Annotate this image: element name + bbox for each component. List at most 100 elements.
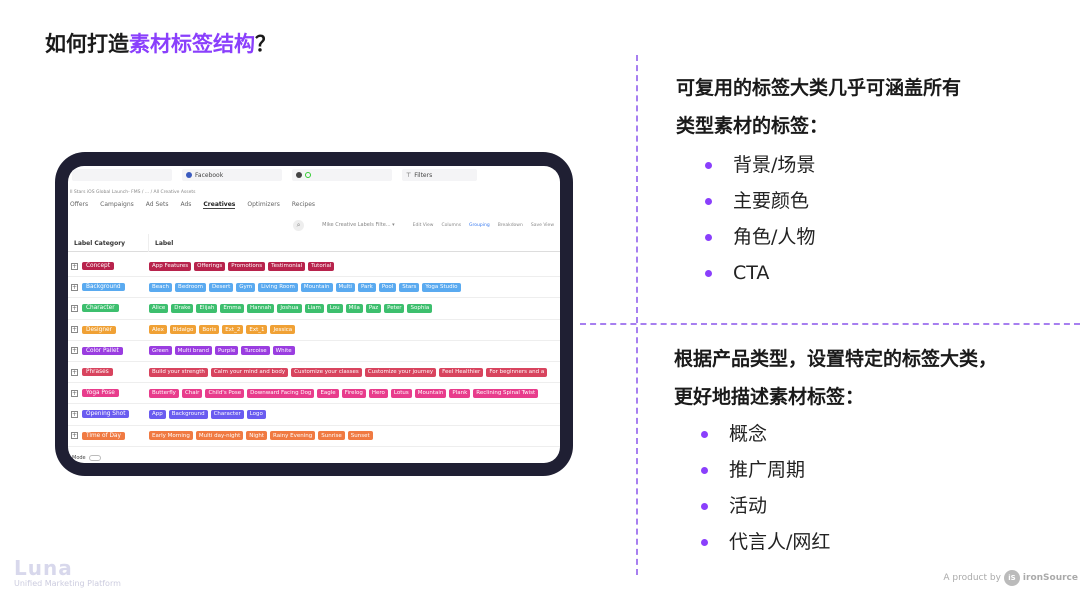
label-tag[interactable]: Beach	[149, 282, 173, 292]
label-tag[interactable]: White	[272, 346, 295, 356]
category-badge[interactable]: Background	[82, 283, 125, 292]
label-tag[interactable]: Pool	[378, 282, 397, 292]
expand-icon[interactable]: +	[71, 368, 78, 376]
saved-filter-select[interactable]: Mike Creative Labels Filte... ▾	[322, 222, 395, 228]
tab-ads[interactable]: Ads	[180, 201, 192, 208]
tab-recipes[interactable]: Recipes	[291, 201, 316, 208]
label-tag[interactable]: Multi day-night	[195, 431, 244, 441]
category-badge[interactable]: Designer	[82, 325, 116, 334]
label-tag[interactable]: Early Morning	[149, 431, 193, 441]
tab-optimizers[interactable]: Optimizers	[247, 201, 280, 208]
expand-icon[interactable]: +	[71, 389, 78, 397]
label-tag[interactable]: Firelog	[341, 388, 366, 398]
label-tag[interactable]: Lotus	[390, 388, 412, 398]
account-select[interactable]	[72, 169, 172, 181]
label-tag[interactable]: Logo	[246, 409, 266, 419]
label-tag[interactable]: Bidalgo	[169, 325, 197, 335]
label-tag[interactable]: Child's Pose	[205, 388, 245, 398]
label-tag[interactable]: Jessica	[270, 325, 296, 335]
label-tag[interactable]: Customize your journey	[364, 367, 437, 377]
label-tag[interactable]: Elijah	[196, 303, 218, 313]
tab-creatives[interactable]: Creatives	[203, 201, 236, 209]
edit-view-button[interactable]: Edit View	[412, 222, 434, 228]
label-tag[interactable]: Chair	[181, 388, 203, 398]
label-tag[interactable]: Park	[357, 282, 376, 292]
label-tag[interactable]: Offerings	[194, 261, 226, 271]
network-select[interactable]: Facebook	[182, 169, 282, 181]
label-tag[interactable]: Yoga Studio	[422, 282, 461, 292]
label-tag[interactable]: Background	[168, 409, 208, 419]
label-tag[interactable]: Build your strength	[149, 367, 208, 377]
label-tag[interactable]: Rainy Evening	[270, 431, 316, 441]
label-tag[interactable]: Promotions	[228, 261, 266, 271]
label-tag[interactable]: Paz	[365, 303, 382, 313]
expand-icon[interactable]: +	[71, 304, 78, 312]
expand-icon[interactable]: +	[71, 326, 78, 334]
label-tag[interactable]: App	[149, 409, 166, 419]
search-icon[interactable]: ⌕	[293, 219, 305, 231]
label-tag[interactable]: Emma	[220, 303, 244, 313]
expand-icon[interactable]: +	[71, 262, 78, 270]
label-tag[interactable]: Ext_2	[222, 325, 244, 335]
expand-icon[interactable]: +	[71, 410, 78, 418]
expand-icon[interactable]: +	[71, 283, 78, 291]
label-tag[interactable]: Purple	[214, 346, 239, 356]
category-badge[interactable]: Phrases	[82, 368, 113, 377]
category-badge[interactable]: Opening Shot	[82, 410, 130, 419]
label-tag[interactable]: Multi	[335, 282, 355, 292]
category-badge[interactable]: Character	[82, 304, 119, 313]
label-tag[interactable]: Mila	[345, 303, 363, 313]
label-tag[interactable]: Drake	[171, 303, 194, 313]
label-tag[interactable]: Multi brand	[174, 346, 212, 356]
label-tag[interactable]: Customize your classes	[291, 367, 362, 377]
label-tag[interactable]: App Features	[149, 261, 192, 271]
category-badge[interactable]: Yoga Pose	[82, 389, 119, 398]
tab-ad-sets[interactable]: Ad Sets	[145, 201, 169, 208]
expand-icon[interactable]: +	[71, 347, 78, 355]
label-tag[interactable]: For beginners and a	[486, 367, 548, 377]
label-tag[interactable]: Alex	[149, 325, 167, 335]
save-view-button[interactable]: Save View	[530, 222, 554, 228]
label-tag[interactable]: Joshua	[277, 303, 302, 313]
expand-icon[interactable]: +	[71, 432, 78, 440]
mode-toggle[interactable]: Mode	[72, 455, 101, 461]
label-tag[interactable]: Mountain	[300, 282, 333, 292]
label-tag[interactable]: Sunrise	[318, 431, 345, 441]
filters-select[interactable]: ⊤Filters	[402, 169, 477, 181]
label-tag[interactable]: Sophia	[407, 303, 433, 313]
label-tag[interactable]: Turcoise	[241, 346, 270, 356]
label-tag[interactable]: Mountain	[414, 388, 447, 398]
columns-button[interactable]: Columns	[441, 222, 462, 228]
label-tag[interactable]: Night	[246, 431, 268, 441]
label-tag[interactable]: Eagle	[317, 388, 339, 398]
label-tag[interactable]: Testimonial	[268, 261, 306, 271]
label-tag[interactable]: Reclining Spinal Twist	[473, 388, 539, 398]
label-tag[interactable]: Stars	[399, 282, 420, 292]
tab-offers[interactable]: Offers	[70, 201, 89, 208]
platform-select[interactable]	[292, 169, 392, 181]
label-tag[interactable]: Tutorial	[308, 261, 335, 271]
label-tag[interactable]: Bedroom	[175, 282, 206, 292]
category-badge[interactable]: Color Pallet	[82, 346, 123, 355]
label-tag[interactable]: Lou	[326, 303, 343, 313]
label-tag[interactable]: Peter	[384, 303, 405, 313]
label-tag[interactable]: Liam	[304, 303, 324, 313]
label-tag[interactable]: Green	[149, 346, 172, 356]
label-tag[interactable]: Feel Healthier	[439, 367, 484, 377]
label-tag[interactable]: Living Room	[258, 282, 298, 292]
tab-campaigns[interactable]: Campaigns	[100, 201, 134, 208]
label-tag[interactable]: Sunset	[347, 431, 373, 441]
label-tag[interactable]: Desert	[208, 282, 234, 292]
label-tag[interactable]: Alice	[149, 303, 169, 313]
label-tag[interactable]: Hannah	[246, 303, 275, 313]
label-tag[interactable]: Butterfly	[149, 388, 179, 398]
category-badge[interactable]: Time of Day	[82, 431, 125, 440]
label-tag[interactable]: Hero	[368, 388, 388, 398]
breakdown-button[interactable]: Breakdown	[497, 222, 523, 228]
grouping-button[interactable]: Grouping	[469, 222, 490, 228]
toggle-switch[interactable]	[88, 455, 101, 461]
label-tag[interactable]: Gym	[236, 282, 256, 292]
label-tag[interactable]: Boris	[199, 325, 220, 335]
category-badge[interactable]: Concept	[82, 262, 114, 271]
label-tag[interactable]: Character	[210, 409, 244, 419]
